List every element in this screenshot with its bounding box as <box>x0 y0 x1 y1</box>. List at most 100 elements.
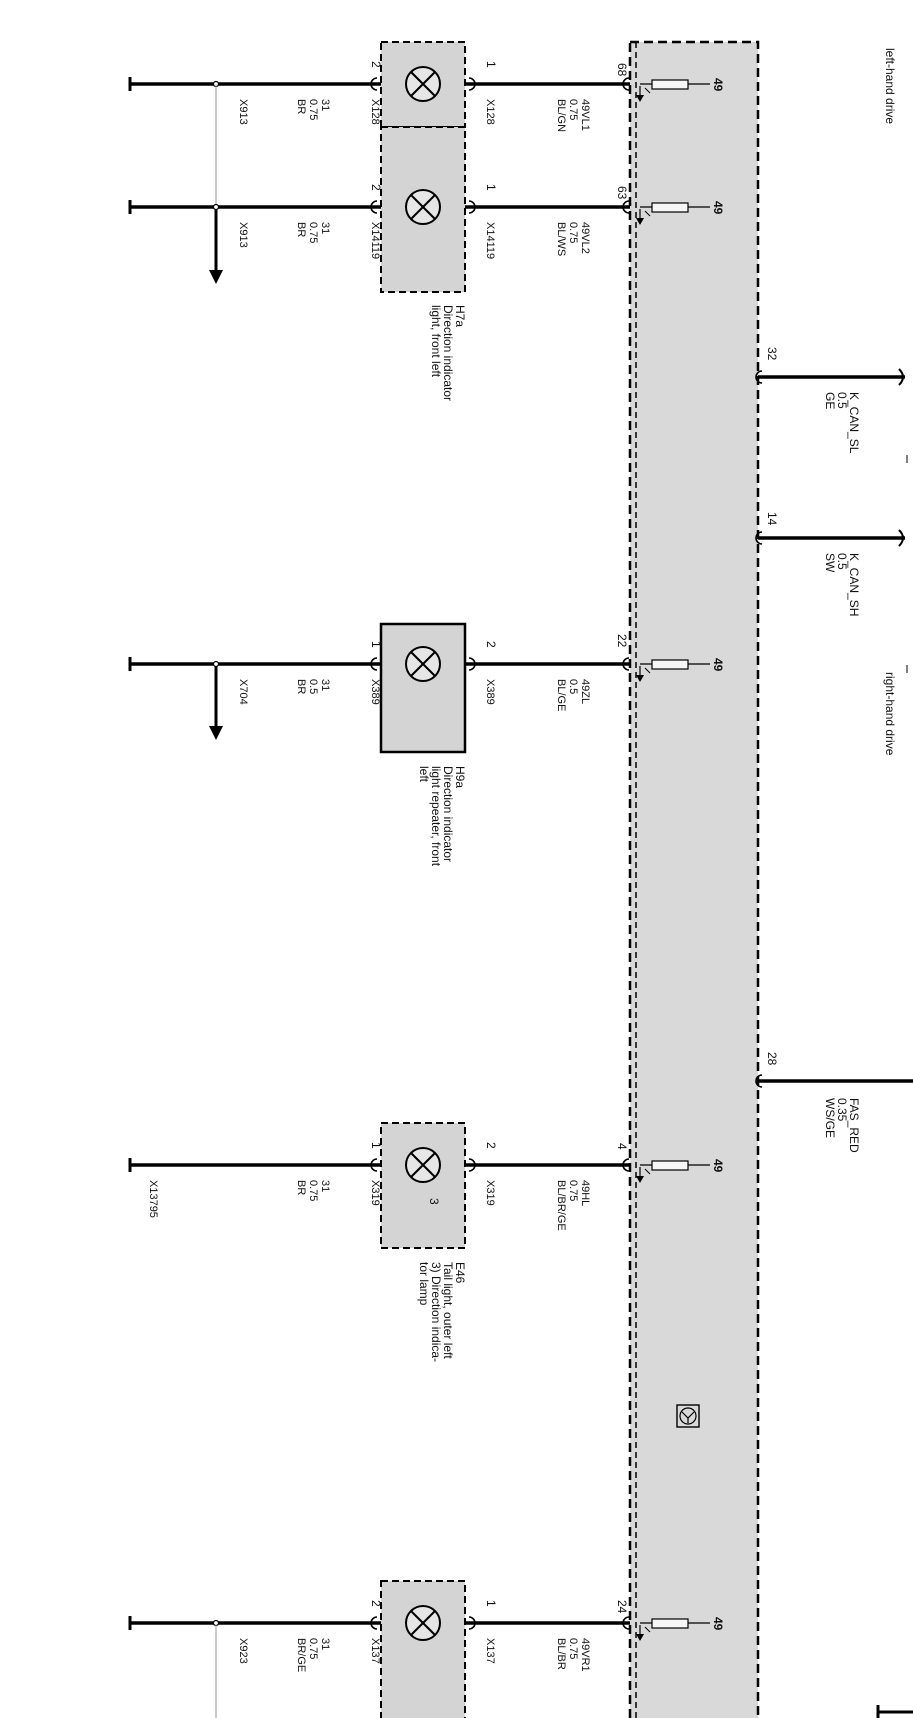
module-pin-label: 63 <box>615 186 629 200</box>
component-desc-line: left <box>417 766 431 783</box>
ground-conn-label: X923 <box>237 1638 249 1664</box>
wire-size: 0.75 <box>567 1638 579 1659</box>
lamp-icon <box>405 66 441 102</box>
lamp-in-pin: 1 <box>484 184 498 191</box>
fuse-icon <box>636 202 710 225</box>
continuation-arrow-icon <box>209 209 223 284</box>
lamp-out-pin: 2 <box>369 61 383 68</box>
ground-id: 31 <box>319 1180 331 1192</box>
wire-size: 0.5 <box>567 679 579 694</box>
ground-size: 0.75 <box>307 1638 319 1659</box>
circuit-pin-22: 49 22 49ZL 0.5 BL/GE 2 X389 1 X389 31 0.… <box>128 622 725 754</box>
ground-terminal-icon <box>876 1705 913 1718</box>
bus-name: FAS_RED <box>847 1098 861 1153</box>
component-label-h9a: H9a Direction indicator light repeater, … <box>417 766 467 867</box>
component-desc-line: 3) Direction indica- <box>429 1262 443 1362</box>
wire-size: 0.75 <box>567 222 579 243</box>
ground-color: BR <box>295 679 307 694</box>
component-id: H9a <box>453 766 467 788</box>
circuit-pin-68: 49 68 49VL1 0.75 BL/GN 1 X128 2 X128 31 … <box>128 41 725 205</box>
lamp-in-pin: 2 <box>484 1142 498 1149</box>
ground-conn-label: X913 <box>237 99 249 125</box>
fuse-icon <box>636 1618 710 1641</box>
module-pin-label: 24 <box>615 1600 629 1614</box>
lamp-in-pin: 1 <box>484 1600 498 1607</box>
fuse-label: 49 <box>711 658 725 672</box>
control-module-housing <box>628 40 760 1718</box>
wire-size: 0.75 <box>567 1180 579 1201</box>
bus-size: 0.5 <box>835 392 849 409</box>
lamp-box <box>379 622 467 754</box>
ground-id: 31 <box>319 99 331 111</box>
bus-size: 0.5 <box>835 553 849 570</box>
fuse-label: 49 <box>711 78 725 92</box>
conn-in-label: X14119 <box>484 222 496 259</box>
wire-color: BL/BR <box>555 1638 567 1670</box>
module-symbol-icon <box>676 1404 700 1428</box>
conn-out-label: X137 <box>369 1638 381 1664</box>
lamp-out-pin: 2 <box>369 184 383 191</box>
component-id: E46 <box>453 1262 467 1284</box>
bus-pin: 14 <box>765 512 779 526</box>
bus-name: K_CAN_SL <box>847 392 861 454</box>
ground-conn-label: X913 <box>237 222 249 248</box>
bus-line-k-can-sh: 14 K_CAN_SH 0.5 SW <box>755 512 905 616</box>
lamp-in-pin: 2 <box>484 641 498 648</box>
conn-in-label: X319 <box>484 1180 496 1206</box>
fuse-label: 49 <box>711 201 725 215</box>
bus-pin: 28 <box>765 1052 779 1066</box>
conn-out-label: X128 <box>369 99 381 125</box>
ground-color: BR <box>295 99 307 114</box>
ground-color: BR <box>295 1180 307 1195</box>
ground-size: 0.75 <box>307 99 319 120</box>
bus-color: SW <box>823 553 837 573</box>
component-desc-line: Direction indicator <box>441 766 455 862</box>
rhd-label: right-hand drive <box>883 672 897 756</box>
bus-color: GE <box>823 392 837 409</box>
component-label-e46: E46 Tail light, outer left 3) Direction … <box>417 1262 467 1362</box>
wire-size: 0.75 <box>567 99 579 120</box>
fuse-icon <box>636 79 710 102</box>
wire-id: 49ZL <box>579 679 591 704</box>
conn-in-label: X128 <box>484 99 496 125</box>
lamp-out-pin: 2 <box>369 1600 383 1607</box>
ground-color: BR/GE <box>295 1638 307 1672</box>
ground-size: 0.75 <box>307 222 319 243</box>
wire-color: BL/GE <box>555 679 567 711</box>
fuse-icon <box>636 1160 710 1183</box>
component-desc-line: light repeater, front <box>429 766 443 867</box>
lamp-box <box>380 1580 466 1718</box>
lamp-in-pin: 1 <box>484 61 498 68</box>
lamp-out-pin: 1 <box>369 641 383 648</box>
wire-id: 49VL2 <box>579 222 591 254</box>
fuse-label: 49 <box>711 1617 725 1631</box>
wire-id: 49VL1 <box>579 99 591 131</box>
lamp-icon <box>405 189 441 225</box>
wire-color: BL/WS <box>555 222 567 256</box>
bus-color: WS/GE <box>823 1098 837 1138</box>
conn-out-label: X389 <box>369 679 381 705</box>
conn-out-label: X319 <box>369 1180 381 1206</box>
ground-id: 31 <box>319 222 331 234</box>
lhd-label: left-hand drive <box>883 48 897 124</box>
conn-in-label: X389 <box>484 679 496 705</box>
ground-conn-label: X13795 <box>147 1180 159 1218</box>
ground-color: BR <box>295 222 307 237</box>
component-label-h7a: H7a Direction indicator light, front lef… <box>429 305 467 401</box>
module-pin-label: 68 <box>615 63 629 77</box>
ground-size: 0.5 <box>307 679 319 694</box>
bus-line-fas-red: 28 FAS_RED 0.35 WS/GE <box>755 1052 913 1153</box>
module-pin-label: 4 <box>615 1143 629 1150</box>
lamp-box <box>380 1122 466 1249</box>
bus-size: 0.35 <box>835 1098 849 1122</box>
ground-conn-label: X704 <box>237 679 249 705</box>
wire-color: BL/BR/GE <box>555 1180 567 1231</box>
fuse-label: 49 <box>711 1159 725 1173</box>
ground-id: 31 <box>319 679 331 691</box>
circuit-pin-63: 49 63 49VL2 0.75 BL/WS 1 X14119 2 X14119… <box>128 126 725 293</box>
ground-id: 31 <box>319 1638 331 1650</box>
conn-out-label: X14119 <box>369 222 381 259</box>
component-desc-line: light, front left <box>429 305 443 378</box>
ground-size: 0.75 <box>307 1180 319 1201</box>
